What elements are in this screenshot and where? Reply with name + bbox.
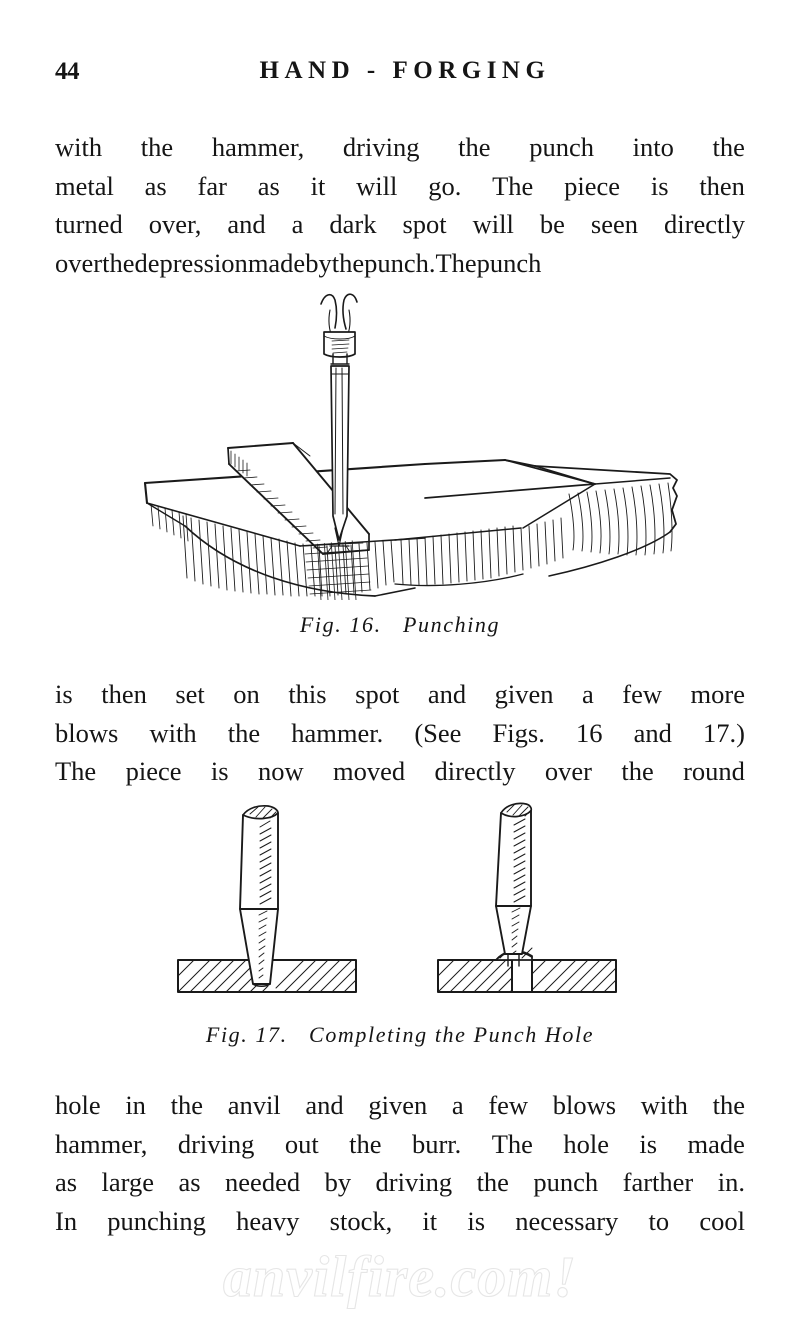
figure-17-completing-the-punch-hole [160,788,640,1003]
page-number: 44 [55,58,80,85]
figure-17-caption: Fig. 17. Completing the Punch Hole [205,1022,595,1047]
figure-16-caption: Fig. 16. Punching [299,612,501,637]
running-head: 44 HAND - FORGING [55,56,745,90]
watermark: anvilfire.com! [222,1243,577,1309]
figure-16-punching [125,288,680,600]
page-title: HAND - FORGING [259,57,551,84]
